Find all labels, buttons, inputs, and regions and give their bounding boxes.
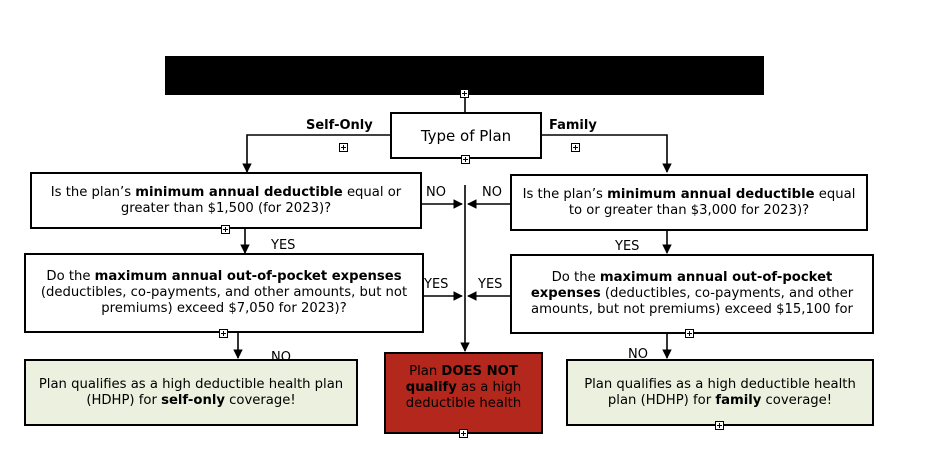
text-pre: Do the xyxy=(46,269,95,284)
self-only-oop-question: Do the maximum annual out-of-pocket expe… xyxy=(24,253,424,333)
text-bold: self-only xyxy=(161,392,225,408)
text-pre: Is the plan’s xyxy=(522,186,608,202)
family-deductible-question: Is the plan’s minimum annual deductible … xyxy=(510,174,868,231)
type-of-plan-label: Type of Plan xyxy=(420,126,512,145)
right-yes-1-label: YES xyxy=(615,239,640,254)
text-post: coverage! xyxy=(761,392,833,408)
text-bold: maximum annual out-of-pocket expenses xyxy=(94,269,402,284)
text-pre: Plan xyxy=(409,364,442,379)
text-bold-1: DOES NOT xyxy=(441,364,518,379)
expand-handle-icon[interactable] xyxy=(461,155,470,164)
text-post: as a high deductible health xyxy=(405,380,522,411)
left-no-1-label: NO xyxy=(426,185,446,200)
family-oop-text: Do the maximum annual out-of-pocket expe… xyxy=(520,270,864,318)
expand-handle-icon[interactable] xyxy=(219,329,228,338)
does-not-qualify-box: Plan DOES NOT qualify as a high deductib… xyxy=(384,352,543,434)
family-qualifies-text: Plan qualifies as a high deductible heal… xyxy=(576,377,864,409)
self-only-deductible-text: Is the plan’s minimum annual deductible … xyxy=(40,185,412,217)
title-bar xyxy=(165,56,764,95)
text-pre: Plan qualifies as a high deductible heal… xyxy=(38,376,344,408)
text-bold: family xyxy=(715,392,762,408)
expand-handle-icon[interactable] xyxy=(339,143,348,152)
right-yes-2-label: YES xyxy=(478,277,503,292)
self-only-branch-label: Self-Only xyxy=(306,118,373,133)
text-bold: minimum annual deductible xyxy=(607,186,815,202)
left-yes-1-label: YES xyxy=(271,238,296,253)
text-post: (deductibles, co-payments, and other amo… xyxy=(40,285,408,316)
expand-handle-icon[interactable] xyxy=(715,421,724,430)
text-post: equal or greater than $1,500 (for 2023)? xyxy=(120,184,402,216)
text-pre: Plan qualifies as a high deductible heal… xyxy=(584,376,856,408)
self-only-qualifies-text: Plan qualifies as a high deductible heal… xyxy=(34,377,348,409)
family-branch-line xyxy=(542,134,672,173)
does-not-qualify-text: Plan DOES NOT qualify as a high deductib… xyxy=(394,364,533,412)
text-bold: minimum annual deductible xyxy=(135,184,343,200)
text-post: equal to or greater than $3,000 for 2023… xyxy=(568,186,856,218)
text-pre: Is the plan’s xyxy=(50,184,136,200)
right-no-1-label: NO xyxy=(482,185,502,200)
self-only-oop-text: Do the maximum annual out-of-pocket expe… xyxy=(34,269,414,317)
text-bold-2: qualify xyxy=(405,380,457,395)
expand-handle-icon[interactable] xyxy=(571,143,580,152)
self-only-deductible-question: Is the plan’s minimum annual deductible … xyxy=(30,172,422,229)
family-branch-label: Family xyxy=(549,118,597,133)
left-no-2-label: NO xyxy=(271,350,291,365)
text-pre: Do the xyxy=(551,270,600,285)
text-bold: maximum annual out-of-pocket expenses xyxy=(530,270,833,301)
text-post: (deductibles, co-payments, and other amo… xyxy=(531,286,854,317)
self-only-branch-line xyxy=(242,134,390,173)
expand-handle-icon[interactable] xyxy=(459,429,468,438)
family-deductible-text: Is the plan’s minimum annual deductible … xyxy=(520,187,858,219)
left-yes-2-label: YES xyxy=(424,277,449,292)
right-no-2-label: NO xyxy=(628,347,648,362)
expand-handle-icon[interactable] xyxy=(685,329,694,338)
family-oop-question: Do the maximum annual out-of-pocket expe… xyxy=(510,254,874,334)
expand-handle-icon[interactable] xyxy=(221,225,230,234)
expand-handle-icon[interactable] xyxy=(460,89,469,98)
self-only-qualifies-box: Plan qualifies as a high deductible heal… xyxy=(24,359,358,426)
text-post: coverage! xyxy=(224,392,296,408)
type-of-plan-box: Type of Plan xyxy=(390,112,542,159)
family-qualifies-box: Plan qualifies as a high deductible heal… xyxy=(566,359,874,426)
